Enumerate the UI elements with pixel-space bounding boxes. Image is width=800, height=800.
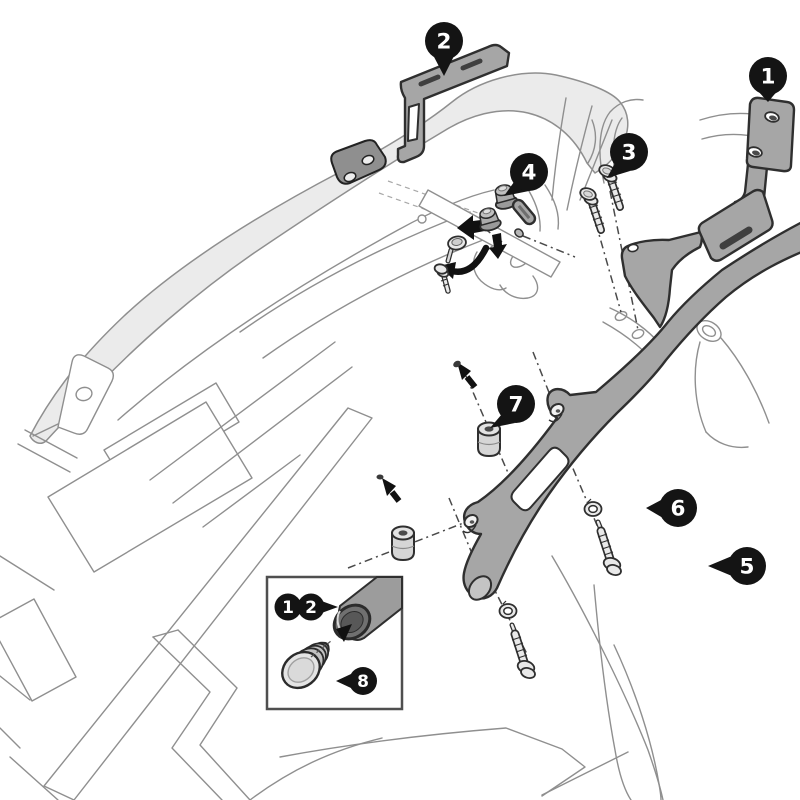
- insertion-arrow-icon: [336, 624, 352, 642]
- motorcycle-line-art: [0, 72, 786, 800]
- callout-6: 6: [646, 489, 697, 527]
- spring-washer-6: [583, 498, 603, 517]
- arm-rect-cutout: [510, 446, 570, 512]
- callout-3: 3: [607, 133, 648, 178]
- hardware: [391, 164, 624, 679]
- callout-1-label: 1: [761, 65, 776, 90]
- callout-5: 5: [708, 547, 766, 585]
- spring-washer-lower: [498, 600, 518, 619]
- curved-arrow-icon: [448, 244, 490, 275]
- bracket-slot: [460, 58, 483, 71]
- subframe-rail-right: [418, 189, 561, 278]
- hex-bolt: [445, 235, 467, 264]
- left-grab-bracket: [32, 354, 115, 437]
- bracket-slot: [418, 74, 441, 87]
- rear-fender-arcs: [551, 555, 664, 800]
- arm-boss-upper: [548, 402, 565, 423]
- callout-6-label: 6: [671, 497, 686, 522]
- callout-2-label: 2: [437, 30, 452, 55]
- rack-parts: [330, 43, 800, 601]
- link-plate: [511, 198, 537, 238]
- top-bracket-part-2: [396, 43, 511, 164]
- inset-detail: 1 2 8: [265, 575, 404, 711]
- callout-pair-label-2: 2: [305, 598, 317, 618]
- callout-1: 1: [749, 57, 787, 102]
- callout-7: 7: [490, 385, 535, 428]
- part1-tab: [745, 96, 796, 173]
- part1-slot: [719, 226, 753, 250]
- end-plug-part-8: [281, 641, 330, 690]
- callout-pair-1-2: 1 2: [274, 593, 338, 621]
- arrow-icon: [489, 233, 507, 259]
- arm-boss-lower: [462, 513, 479, 534]
- turn-signal-mount: [694, 320, 770, 449]
- cowl-crease: [117, 189, 495, 421]
- callout-4: 4: [504, 153, 548, 196]
- arrow-icon: [389, 490, 402, 503]
- part1-flare: [620, 230, 703, 329]
- tube-end-section: [332, 576, 403, 641]
- arm-tube-end: [467, 575, 493, 601]
- arrow-icon: [464, 375, 478, 389]
- rubber-spacer-2: [391, 525, 415, 562]
- callout-2: 2: [425, 22, 463, 76]
- subframe-rail: [43, 407, 373, 800]
- rack-arm: [462, 221, 800, 601]
- mount-plate: [330, 139, 387, 185]
- callout-4-label: 4: [522, 161, 537, 186]
- screw-3-upper: [598, 164, 624, 211]
- callout-8: 8: [336, 667, 377, 695]
- callout-3-label: 3: [622, 141, 637, 166]
- part1-pad: [697, 188, 774, 262]
- callout-5-label: 5: [740, 555, 755, 580]
- screw-3-lower: [579, 187, 605, 234]
- small-screw: [433, 263, 451, 294]
- callout-pair-label-1: 1: [282, 598, 294, 618]
- direction-arrows: [376, 215, 507, 503]
- side-bracket-part-1: [620, 96, 796, 329]
- callout-7-label: 7: [509, 393, 524, 418]
- bolt-5: [595, 519, 622, 576]
- callout-8-label: 8: [357, 672, 369, 692]
- rubber-spacer-1: [477, 421, 501, 458]
- flanged-nut-b: [479, 207, 502, 232]
- bolt-lower: [509, 622, 536, 679]
